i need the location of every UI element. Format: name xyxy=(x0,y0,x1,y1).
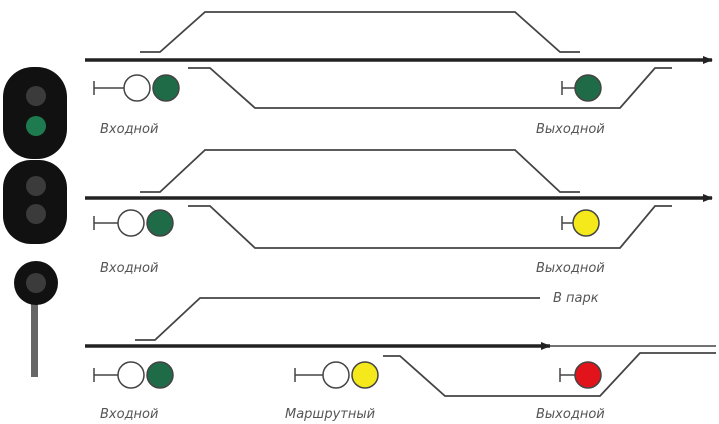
mast-lamp-mid-1 xyxy=(26,176,46,196)
siding-bottom xyxy=(383,352,716,397)
exit-lamp-1 xyxy=(572,209,600,237)
exit-signal xyxy=(561,74,602,102)
mast-pole xyxy=(31,285,38,377)
scheme-1: Входной Выходной xyxy=(85,11,713,137)
exit-lamp-1 xyxy=(574,74,602,102)
exit-label: Выходной xyxy=(536,407,605,422)
siding-top xyxy=(140,149,580,193)
exit-lamp-1 xyxy=(574,361,602,389)
siding-bottom xyxy=(188,205,672,249)
entry-lamp-1 xyxy=(117,209,145,237)
mast-head-top xyxy=(3,67,67,159)
entry-lamp-2 xyxy=(146,361,174,389)
scheme-2: Входной Выходной xyxy=(85,149,713,276)
entry-lamp-1 xyxy=(117,361,145,389)
entry-lamp-1 xyxy=(123,74,151,102)
siding-top xyxy=(140,11,580,53)
entry-signal xyxy=(93,361,174,389)
entry-label: Входной xyxy=(100,261,158,276)
route-lamp-1 xyxy=(322,361,350,389)
exit-signal xyxy=(559,361,602,389)
signal-mast xyxy=(3,67,67,377)
entry-signal xyxy=(93,74,180,102)
entry-lamp-2 xyxy=(146,209,174,237)
route-signal xyxy=(294,361,379,389)
route-lamp-2 xyxy=(351,361,379,389)
park-branch xyxy=(135,297,540,341)
scheme-3: В парк Входной Маршрутный Выходной xyxy=(85,291,716,422)
mast-lamp-mid-2 xyxy=(26,204,46,224)
entry-signal xyxy=(93,209,174,237)
park-label: В парк xyxy=(553,291,599,306)
mast-head-mid xyxy=(3,160,67,244)
entry-label: Входной xyxy=(100,122,158,137)
route-label: Маршрутный xyxy=(285,407,375,422)
mast-lamp-bottom xyxy=(26,273,46,293)
mast-lamp-top-1 xyxy=(26,86,46,106)
entry-label: Входной xyxy=(100,407,158,422)
exit-label: Выходной xyxy=(536,122,605,137)
siding-bottom xyxy=(188,67,672,109)
exit-signal xyxy=(561,209,600,237)
mast-lamp-top-2 xyxy=(26,116,46,136)
entry-lamp-2 xyxy=(152,74,180,102)
exit-label: Выходной xyxy=(536,261,605,276)
